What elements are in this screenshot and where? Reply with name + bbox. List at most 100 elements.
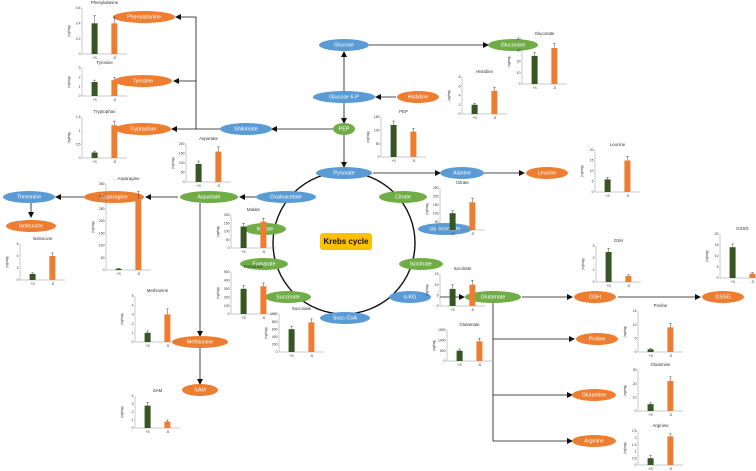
bar-minus-s	[111, 23, 118, 54]
node-methionine: Methionine	[172, 336, 228, 348]
node-label: Shikimate	[234, 126, 258, 132]
x-tick-label: +S	[391, 159, 396, 163]
y-tick-label: 5	[635, 337, 637, 341]
x-tick-label: -S	[471, 232, 475, 236]
y-tick-label: 2	[132, 410, 134, 414]
bar-plus-s	[144, 405, 151, 428]
y-tick-label: 30	[517, 48, 521, 52]
x-tick-label: +S	[92, 160, 97, 164]
bar-minus-s	[749, 273, 756, 278]
bar-plus-s	[115, 268, 122, 270]
y-tick-label: 2	[593, 256, 595, 260]
node-glutamate: Glutamate	[465, 291, 521, 303]
bar-plus-s	[240, 226, 247, 248]
x-tick-label: -S	[166, 430, 170, 434]
node-isocitrate: Isocitrate	[399, 258, 443, 270]
y-tick-label: 3	[593, 244, 595, 248]
node-label: α-KG	[404, 294, 417, 300]
chart-title: Tryptophan	[93, 109, 116, 114]
node-shape	[182, 384, 218, 396]
x-tick-label: +S	[92, 98, 97, 102]
node-label: SAM	[194, 387, 206, 393]
bar-minus-s	[135, 198, 142, 270]
node-gluconate: Gluconate	[488, 39, 538, 51]
y-tick-label: 0,5	[632, 456, 637, 460]
node-label: Glucose 6-P	[329, 94, 359, 100]
y-tick-label: 200	[99, 219, 105, 223]
bar-plus-s	[195, 163, 202, 182]
y-tick-label: 2	[459, 103, 461, 107]
y-tick-label: 20	[517, 60, 521, 64]
y-tick-label: 0	[444, 359, 446, 363]
node-shape	[397, 91, 439, 103]
y-tick-label: 0	[592, 190, 594, 194]
bar-plus-s	[449, 288, 456, 306]
y-tick-label: 1000	[438, 339, 446, 343]
y-tick-label: 0	[276, 350, 278, 354]
y-tick-label: 0.6	[76, 6, 81, 10]
y-tick-label: 0	[459, 112, 461, 116]
node-shape	[574, 291, 616, 303]
x-tick-label: -S	[310, 354, 314, 358]
y-axis-label: (ng/mg)	[366, 131, 370, 143]
node-shape	[440, 167, 484, 179]
chart-title: PEP	[399, 109, 408, 114]
node-histidine: Histidine	[397, 91, 439, 103]
y-tick-label: 2	[635, 436, 637, 440]
x-tick-label: +S	[457, 363, 462, 367]
bar-minus-s	[469, 284, 476, 306]
x-tick-label: -S	[669, 354, 673, 358]
y-tick-label: 15	[715, 243, 719, 247]
x-tick-label: -S	[51, 282, 55, 286]
bar-minus-s	[111, 80, 118, 96]
x-tick-label: -S	[553, 86, 557, 90]
node-shape	[240, 258, 288, 270]
node-shape	[572, 435, 616, 447]
node-label: Citrate	[395, 194, 411, 200]
node-shape	[84, 191, 144, 203]
y-tick-label: 50	[226, 238, 230, 242]
y-tick-label: 0	[378, 155, 380, 159]
y-tick-label: 50	[181, 171, 185, 175]
y-axis-label: (ng/mg)	[580, 165, 584, 177]
node-shape	[389, 291, 431, 303]
y-axis-label: (ng/mg)	[705, 250, 709, 262]
chart-title: Tyrosine	[96, 60, 113, 65]
node-leucine: Leucine	[526, 167, 568, 179]
y-axis-label: (ng/mg)	[91, 221, 95, 233]
chart-title: Methionine	[147, 288, 169, 293]
node-glutamine: Glutamine	[572, 389, 616, 401]
y-tick-label: 1	[79, 85, 81, 89]
y-tick-label: 200	[179, 142, 185, 146]
y-tick-label: 10	[633, 396, 637, 400]
pathway-arrows	[28, 14, 701, 444]
y-tick-label: 10	[715, 254, 719, 258]
y-axis-label: (ng/mg)	[623, 326, 627, 338]
node-shape	[319, 39, 369, 51]
x-tick-label: +S	[196, 184, 201, 188]
y-tick-label: 0,5	[76, 143, 81, 147]
bar-minus-s	[624, 160, 631, 192]
bar-plus-s	[647, 458, 654, 465]
node-phenylalanine: Phenylalanine	[113, 11, 175, 23]
node-shape	[115, 123, 171, 135]
x-tick-label: -S	[626, 194, 630, 198]
chart-title: GSH	[614, 238, 624, 243]
y-tick-label: 50	[101, 256, 105, 260]
y-tick-label: 5	[592, 180, 594, 184]
bar-plus-s	[471, 104, 478, 114]
y-tick-label: 1	[132, 418, 134, 422]
bar-minus-s	[625, 276, 632, 282]
chart-asparagine: Asparagine050100150200250300350(ng/mg)+S…	[91, 176, 151, 276]
y-tick-label: 500	[440, 349, 446, 353]
bar-charts: Phenylalanine00.20.40.6(ng/mg)+S-STyrosi…	[5, 0, 756, 471]
y-tick-label: 0	[79, 52, 81, 56]
y-tick-label: 0	[17, 278, 19, 282]
node-shape	[3, 191, 55, 203]
node-proline: Proline	[576, 333, 618, 345]
y-tick-label: 0	[79, 156, 81, 160]
